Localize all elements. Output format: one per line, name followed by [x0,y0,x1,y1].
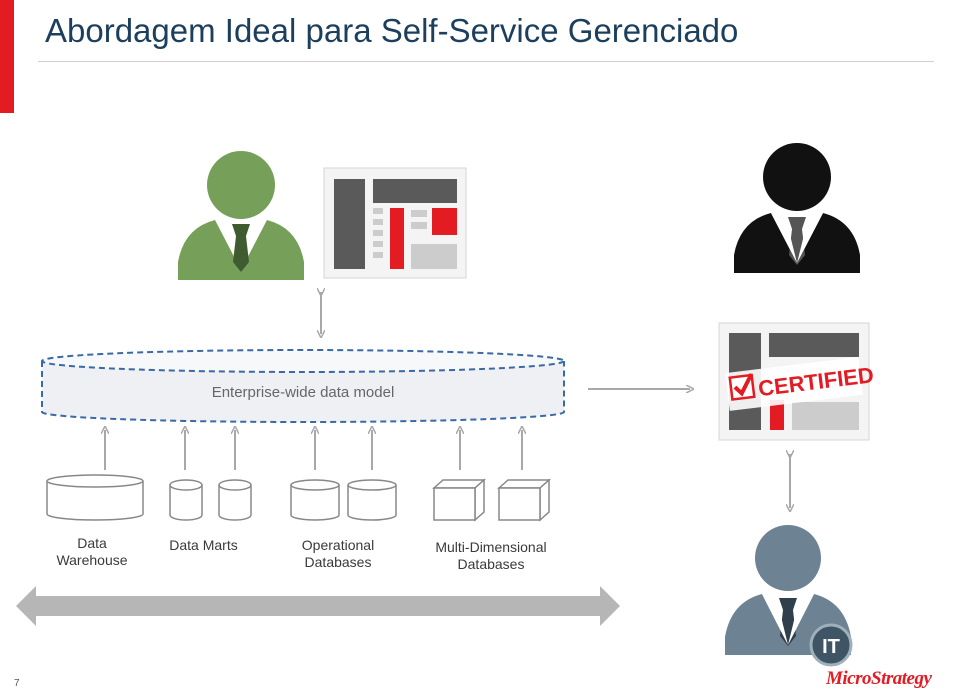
it-badge [809,623,853,667]
spectrum-arrow [16,586,620,626]
multidimensional-databases-icon [432,478,551,522]
source-label-operational-databases: Operational Databases [301,537,375,570]
dashboard-report-icon [323,167,467,279]
source-label-data-warehouse: Data Warehouse [56,535,128,568]
business-user-icon [178,151,304,280]
title-divider [38,61,934,62]
certified-user-icon [734,143,860,273]
page-title: Abordagem Ideal para Self-Service Gerenc… [45,12,739,49]
it-badge-text: IT [822,636,840,658]
data-warehouse-icon [46,474,144,521]
source-label-multidimensional-databases: Multi-Dimensional Databases [435,539,547,572]
data-marts-icon [169,479,252,521]
it-user-icon: IT [725,525,853,667]
source-arrows [105,430,522,470]
certified-report-icon: CERTIFIED [718,322,875,441]
accent-bar [0,0,14,113]
microstrategy-logo: MicroStrategy [826,668,932,689]
source-label-data-marts: Data Marts [169,537,238,553]
page-number: 7 [14,678,20,689]
enterprise-model-label: Enterprise-wide data model [211,384,395,401]
operational-databases-icon [290,479,397,521]
enterprise-data-model [41,349,565,423]
